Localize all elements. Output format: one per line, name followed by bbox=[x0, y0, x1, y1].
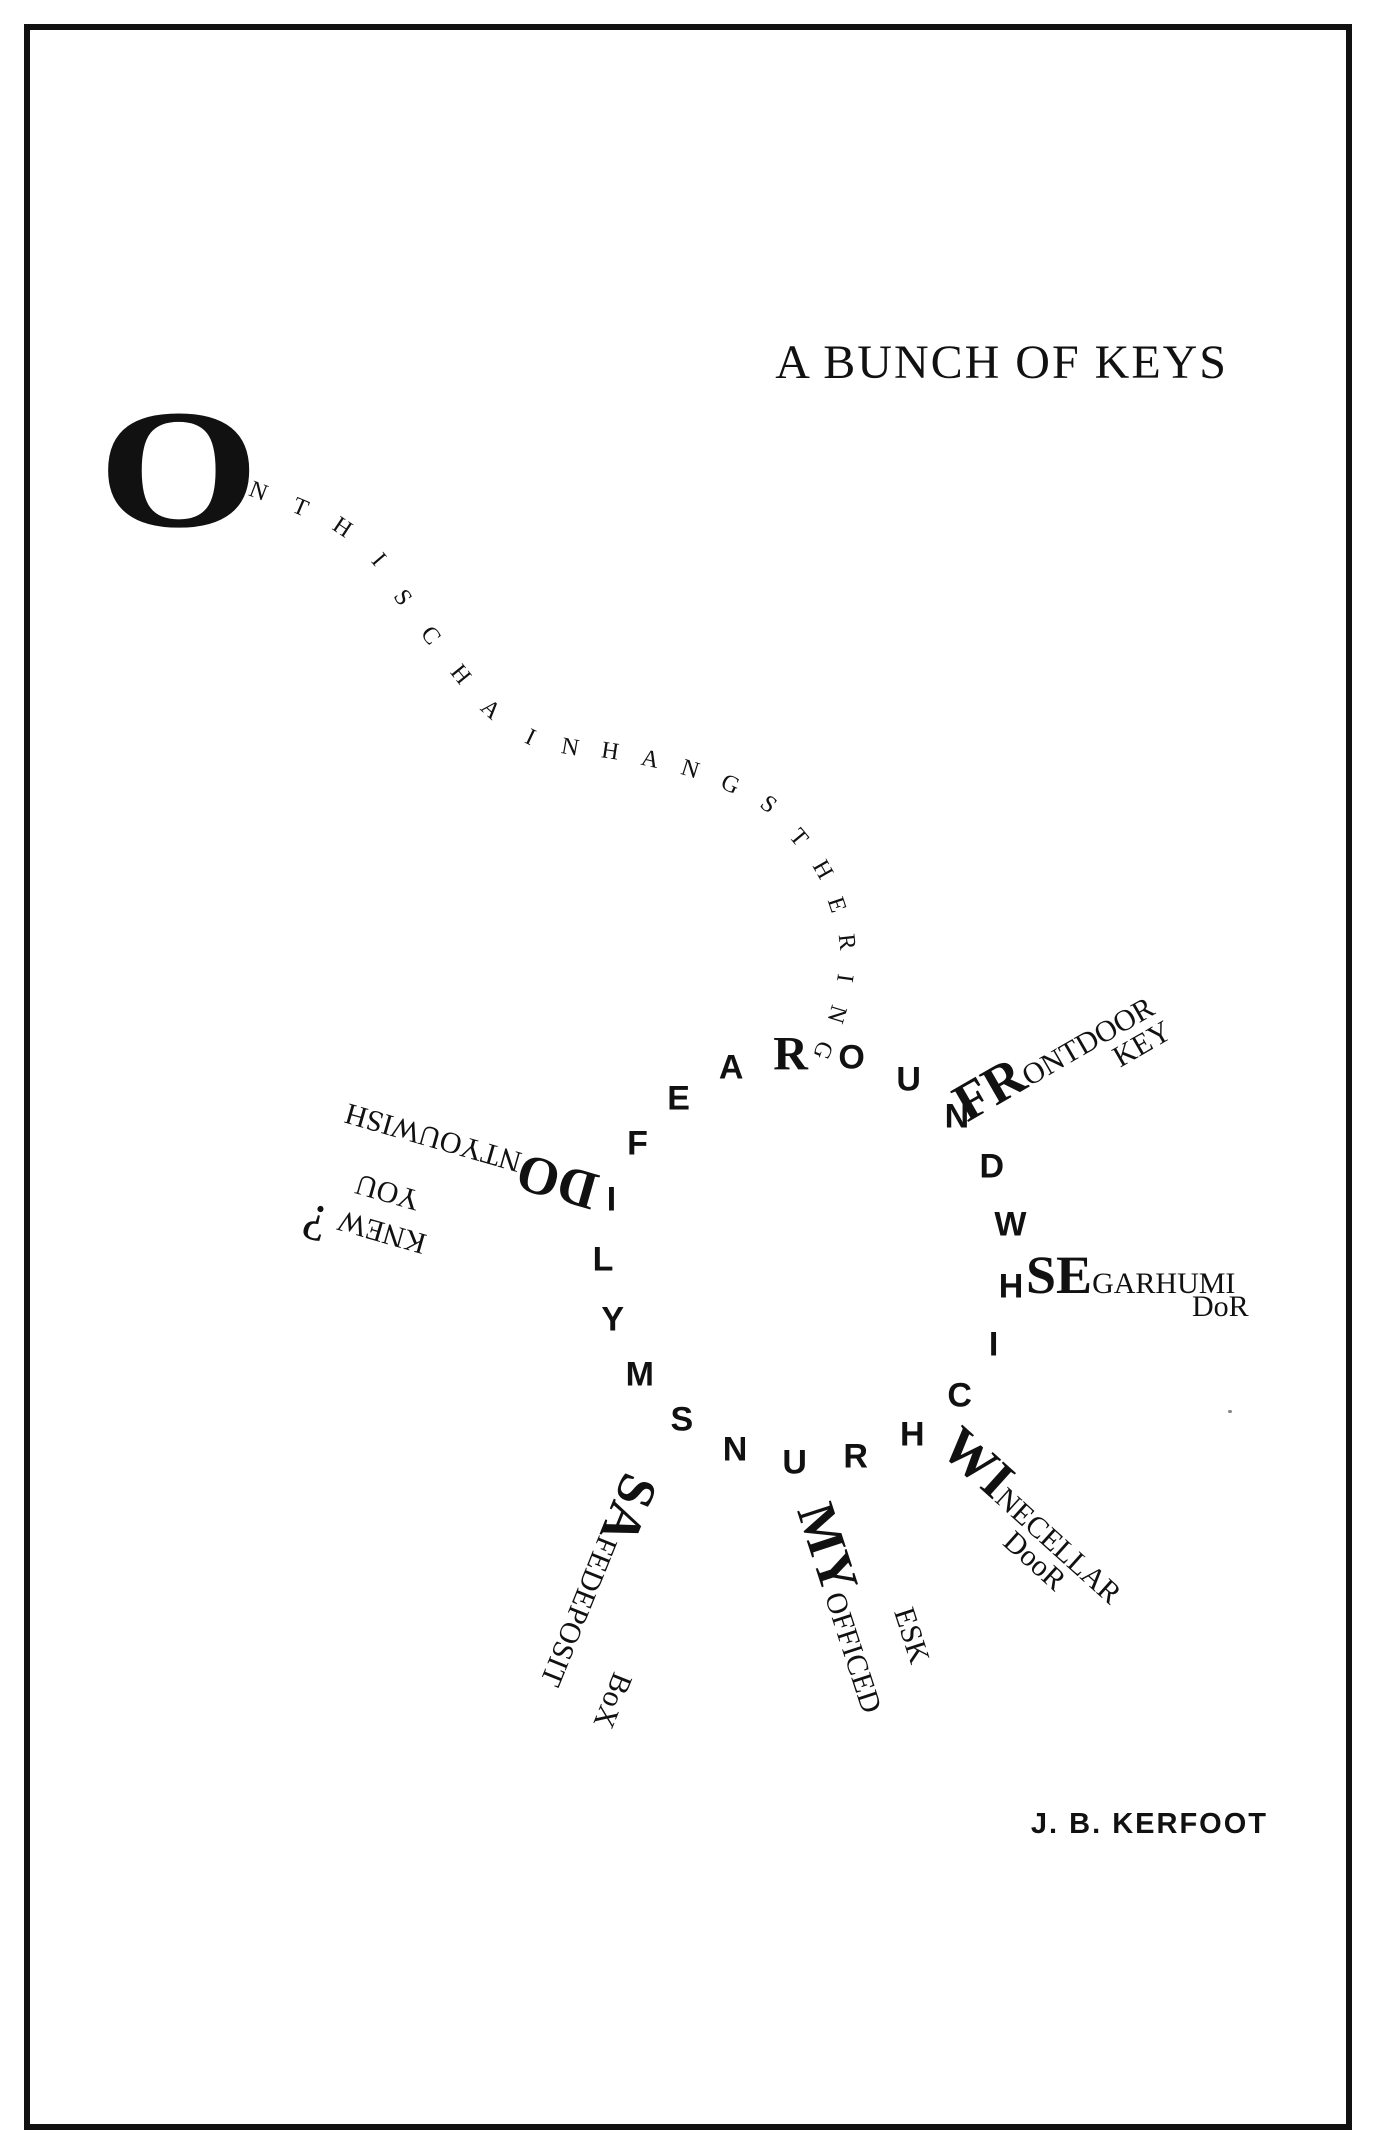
ring-letter: Y bbox=[601, 1300, 625, 1339]
ring-letter: H bbox=[900, 1415, 925, 1453]
ring-letter: C bbox=[947, 1376, 972, 1415]
author-name: J. B. KERFOOT bbox=[1030, 1808, 1268, 1840]
question-mark: ? bbox=[296, 1191, 335, 1253]
ring-letter: U bbox=[782, 1443, 807, 1482]
chain-letter: H bbox=[599, 737, 621, 766]
ring-letter: R bbox=[773, 1027, 808, 1081]
spoke-word: OFFICED bbox=[818, 1588, 889, 1718]
book-title: A BUNCH OF KEYS bbox=[775, 336, 1228, 389]
spoke-word-line2: DoR bbox=[1192, 1290, 1249, 1323]
spoke-safe-deposit-box: SAFEDEPOSIT BoX bbox=[532, 1466, 670, 1733]
ring-letter: M bbox=[625, 1355, 654, 1394]
chain-letter: I bbox=[365, 548, 391, 572]
chain-letter: H bbox=[806, 855, 839, 884]
spoke-word: GARHUMI bbox=[1092, 1267, 1236, 1300]
chain-letter: T bbox=[288, 492, 313, 523]
chain-letter: I bbox=[521, 724, 540, 752]
ring-letter: H bbox=[998, 1267, 1024, 1305]
ring-letter: O bbox=[838, 1038, 865, 1077]
ring-letter: N bbox=[944, 1097, 970, 1136]
ring-letter: U bbox=[896, 1060, 921, 1098]
spoke-front-door-key: FRONTDOOR KEY bbox=[943, 974, 1177, 1133]
chain-letter: I bbox=[831, 972, 858, 984]
chain-letter: N bbox=[821, 1002, 852, 1027]
chain-letter: S bbox=[387, 584, 417, 611]
ring-letter: R bbox=[843, 1437, 868, 1476]
ink-speck bbox=[1228, 1410, 1232, 1413]
ring-letter: I bbox=[988, 1325, 999, 1364]
spoke-my-office-desk: MYOFFICED ESK bbox=[785, 1495, 936, 1718]
ring-letter: E bbox=[667, 1079, 690, 1118]
spoke-dont-you-wish: DONTYOUWISH YOU KNEW ? bbox=[297, 1095, 605, 1261]
ring-letter: L bbox=[592, 1240, 614, 1279]
chain-letter: S bbox=[755, 790, 782, 819]
chain-letter: N bbox=[677, 754, 703, 785]
ring-letter: W bbox=[994, 1205, 1027, 1244]
ring-letter: N bbox=[722, 1430, 748, 1469]
chain-letter: H bbox=[444, 659, 476, 690]
spoke-word-line2: ESK bbox=[887, 1603, 937, 1668]
ring-letter: I bbox=[606, 1180, 617, 1218]
chain-initial-letter: O bbox=[98, 375, 260, 563]
spoke-segar-humidor: SEGARHUMI DoR bbox=[1026, 1245, 1249, 1322]
spoke-lead-letters: DO bbox=[509, 1141, 605, 1222]
chain-letter: G bbox=[807, 1037, 838, 1063]
chain-letter: E bbox=[821, 893, 852, 916]
chain-letter: G bbox=[716, 769, 744, 800]
ring-letter: A bbox=[718, 1048, 744, 1087]
chain-letter: H bbox=[327, 511, 357, 544]
spoke-lead-letters: SE bbox=[1026, 1245, 1093, 1305]
chain-letter: N bbox=[559, 733, 581, 762]
ring-letter: S bbox=[670, 1400, 694, 1438]
spoke-word-line2: BoX bbox=[586, 1668, 639, 1734]
chain-letter: A bbox=[638, 744, 662, 775]
chain-letter: T bbox=[783, 823, 814, 852]
spoke-word-line2: YOU bbox=[351, 1167, 424, 1217]
spoke-word: FEDEPOSIT bbox=[533, 1531, 624, 1691]
spoke-wine-cellar-door: WINECELLAR DooR bbox=[930, 1415, 1140, 1612]
chain-letter: C bbox=[415, 621, 446, 650]
chain-letter: R bbox=[832, 932, 861, 952]
spoke-word: NTYOUWISH bbox=[341, 1096, 526, 1179]
ring-letter: F bbox=[627, 1124, 648, 1163]
chain-letter: A bbox=[475, 694, 506, 726]
spoke-lead-letters: MY bbox=[785, 1495, 871, 1600]
ring-letter: D bbox=[979, 1147, 1005, 1186]
